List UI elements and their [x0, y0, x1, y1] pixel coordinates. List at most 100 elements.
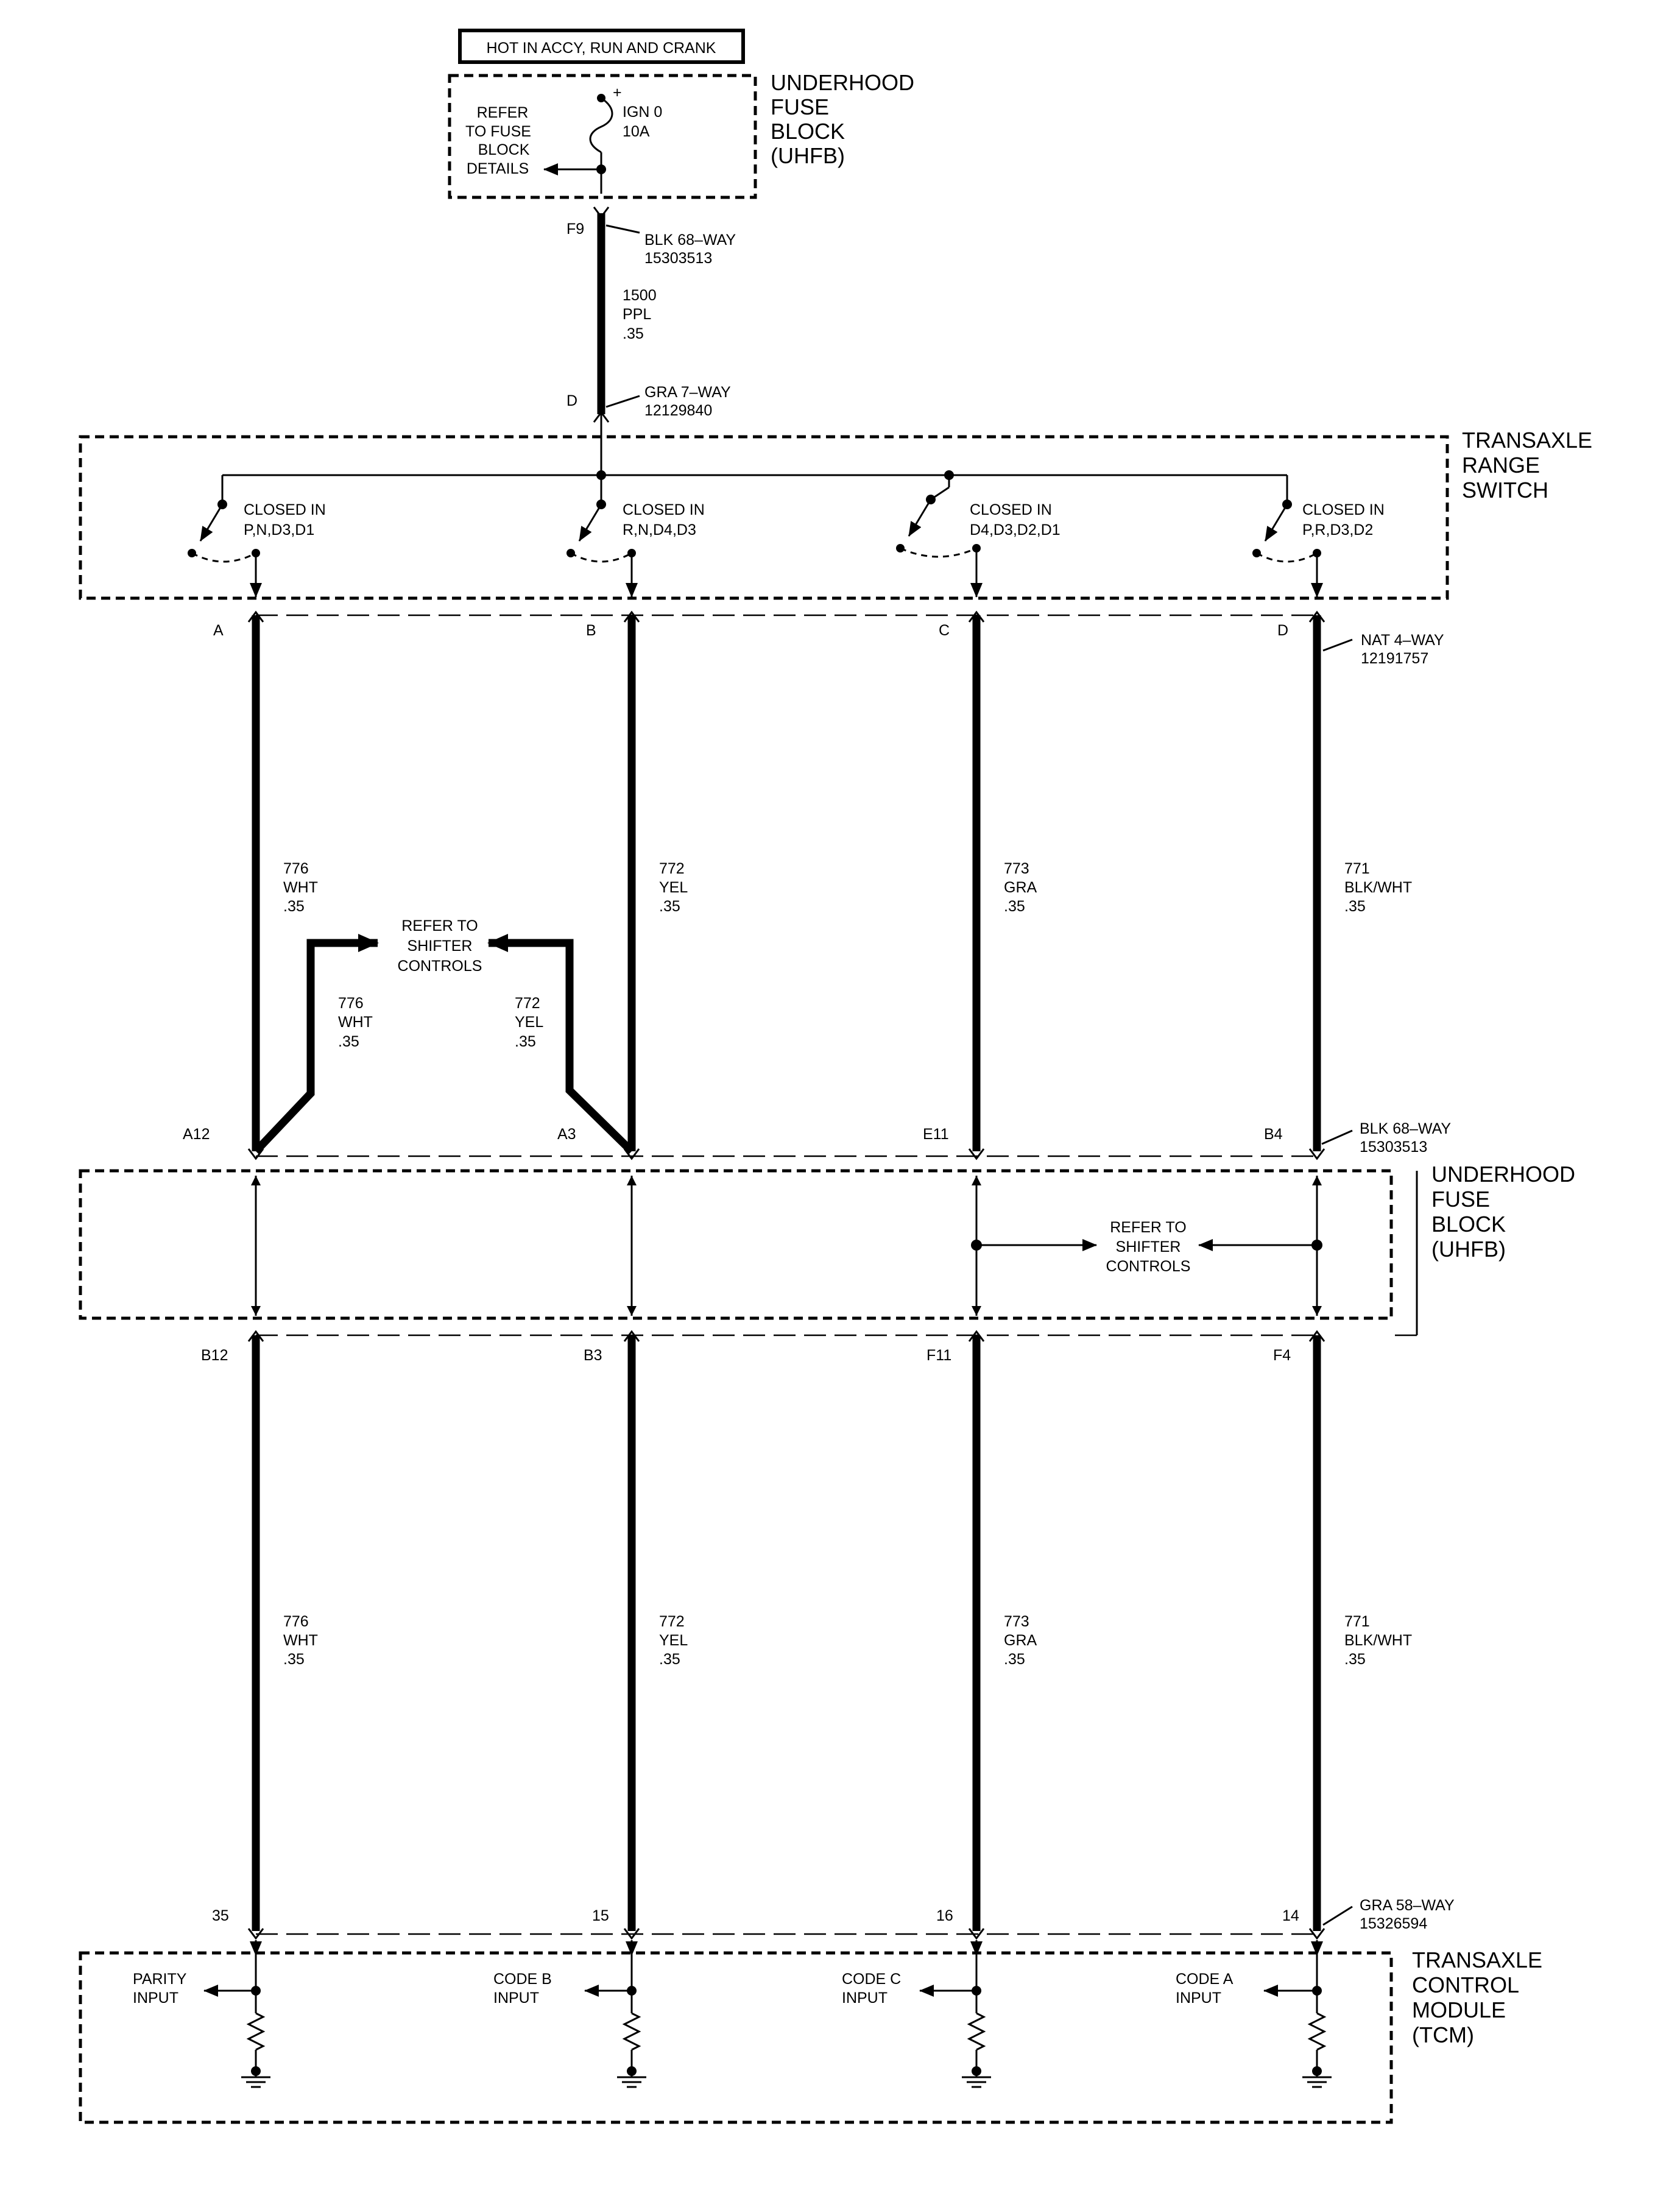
- tcm-input-label-code-c-1: CODE C: [842, 1971, 901, 1988]
- lower-wire-label-code-c-3: .35: [1004, 1651, 1025, 1668]
- feed-pin-bottom: D: [566, 392, 577, 409]
- upper-wire-bottom-connector: [623, 1148, 640, 1160]
- upper-wire-bottom-connector: [1308, 1148, 1325, 1160]
- ground-icon: [241, 2071, 270, 2088]
- tcm-pin-14: 14: [1282, 1907, 1299, 1924]
- upper-wire-bottom-connector: [247, 1148, 264, 1160]
- switch-pin-d: D: [1277, 622, 1288, 639]
- uhfb-mid-name-1: UNDERHOOD: [1431, 1162, 1575, 1187]
- uhfb-in-pin-a3: A3: [557, 1126, 576, 1143]
- passthrough-parity: [251, 1176, 261, 1316]
- contact-label-code-b-1: CLOSED IN: [623, 501, 705, 518]
- passthrough-code-b: [627, 1176, 637, 1316]
- switch-blade-icon: [908, 499, 932, 537]
- uhfb-mid-name-4: (UHFB): [1431, 1237, 1506, 1262]
- uhfb-mid-refer-1: REFER TO: [1110, 1219, 1187, 1236]
- upper-wire-label-code-b-1: 772: [659, 860, 685, 877]
- uhfb-in-pin-e11: E11: [923, 1126, 949, 1143]
- switch-blade-icon: [199, 504, 224, 542]
- switch-contact-code-b: CLOSED IN R,N,D4,D3: [566, 475, 705, 598]
- feed-conn-bottom-1: GRA 7–WAY: [644, 384, 731, 401]
- uhfb-top-name-2: FUSE: [771, 94, 829, 119]
- uhfb-top-name-3: BLOCK: [771, 119, 845, 144]
- resistor-icon: [622, 2012, 641, 2051]
- tcm-name-4: (TCM): [1412, 2022, 1474, 2047]
- upper-wire-label-code-a-3: .35: [1344, 898, 1366, 915]
- upper-wire-bottom-connector: [968, 1148, 985, 1160]
- fuse-rating: 10A: [623, 123, 650, 140]
- upper-wire-label-code-b-2: YEL: [659, 879, 688, 896]
- lower-wire-bottom-connector: [1308, 1928, 1325, 1940]
- switch-name-2: RANGE: [1462, 453, 1540, 478]
- lower-wire-top-connector: [623, 1330, 640, 1342]
- uhfb-in-conn-2: 15303513: [1360, 1139, 1427, 1156]
- feed-wire: F9 BLK 68–WAY 15303513 1500 PPL .35 D GR…: [566, 207, 736, 429]
- switch-conn-2: 12191757: [1361, 650, 1428, 667]
- shifter-right-wire-3: .35: [515, 1033, 536, 1050]
- lower-wire-label-code-b-2: YEL: [659, 1632, 688, 1649]
- lower-wire-top-connector: [1308, 1330, 1325, 1342]
- feed-pin-top: F9: [566, 221, 584, 238]
- uhfb-refer-4: DETAILS: [467, 160, 529, 177]
- lower-wire-top-connector: [968, 1330, 985, 1342]
- switch-blade-icon: [578, 504, 602, 542]
- contact-label-code-c-2: D4,D3,D2,D1: [970, 521, 1061, 538]
- lower-wire-label-code-b-3: .35: [659, 1651, 680, 1668]
- lower-wire-label-code-a-1: 771: [1344, 1613, 1370, 1630]
- uhfb-refer-3: BLOCK: [478, 141, 530, 158]
- uhfb-in-pin-labels: A12 A3 E11 B4 BLK 68–WAY 15303513: [183, 1120, 1451, 1156]
- contact-label-code-b-2: R,N,D4,D3: [623, 521, 696, 538]
- hot-in-label: HOT IN ACCY, RUN AND CRANK: [487, 40, 716, 57]
- passthrough-code-a: [1312, 1176, 1322, 1316]
- contact-label-code-a-1: CLOSED IN: [1302, 501, 1385, 518]
- shifter-top-label-3: CONTROLS: [398, 958, 482, 975]
- uhfb-mid-name-2: FUSE: [1431, 1187, 1490, 1212]
- shifter-right-wire-2: YEL: [515, 1014, 543, 1031]
- uhfb-out-pin-f4: F4: [1273, 1347, 1291, 1364]
- uhfb-passthroughs: [251, 1176, 1322, 1316]
- uhfb-mid-refer-2: SHIFTER: [1116, 1238, 1181, 1255]
- lower-wire-label-code-a-2: BLK/WHT: [1344, 1632, 1412, 1649]
- shifter-left-wire-3: .35: [338, 1033, 359, 1050]
- shifter-branch-left: [253, 934, 379, 1154]
- switch-pin-c: C: [939, 622, 950, 639]
- feed-wire-color: PPL: [623, 306, 651, 323]
- uhfb-mid-name-3: BLOCK: [1431, 1212, 1506, 1237]
- lower-wire-label-code-c-2: GRA: [1004, 1632, 1037, 1649]
- upper-wire-label-code-c-2: GRA: [1004, 879, 1037, 896]
- tcm-pin-labels: 35 15 16 14 GRA 58–WAY 15326594: [212, 1897, 1455, 1932]
- lower-wire-label-code-a-3: .35: [1344, 1651, 1366, 1668]
- upper-wire-label-parity-3: .35: [283, 898, 305, 915]
- hot-in-label-box: HOT IN ACCY, RUN AND CRANK: [458, 29, 745, 64]
- tcm: TRANSAXLE CONTROL MODULE (TCM): [79, 1947, 1542, 2124]
- switch-contact-parity: CLOSED INP,N,D3,D1: [188, 475, 326, 598]
- feed-conn-bottom-2: 12129840: [644, 402, 712, 419]
- tcm-pin-35: 35: [212, 1907, 229, 1924]
- feed-conn-top-2: 15303513: [644, 250, 712, 267]
- upper-wire-label-code-a-1: 771: [1344, 860, 1370, 877]
- feed-conn-top-1: BLK 68–WAY: [644, 231, 736, 249]
- shifter-right-wire-1: 772: [515, 995, 540, 1012]
- switch-pin-labels: A B C D NAT 4–WAY 12191757: [213, 622, 1444, 667]
- lower-wire-bottom-connector: [247, 1928, 264, 1940]
- tcm-pin-15: 15: [592, 1907, 609, 1924]
- lower-wire-label-code-b-1: 772: [659, 1613, 685, 1630]
- ground-icon: [617, 2071, 646, 2088]
- switch-pin-b: B: [586, 622, 596, 639]
